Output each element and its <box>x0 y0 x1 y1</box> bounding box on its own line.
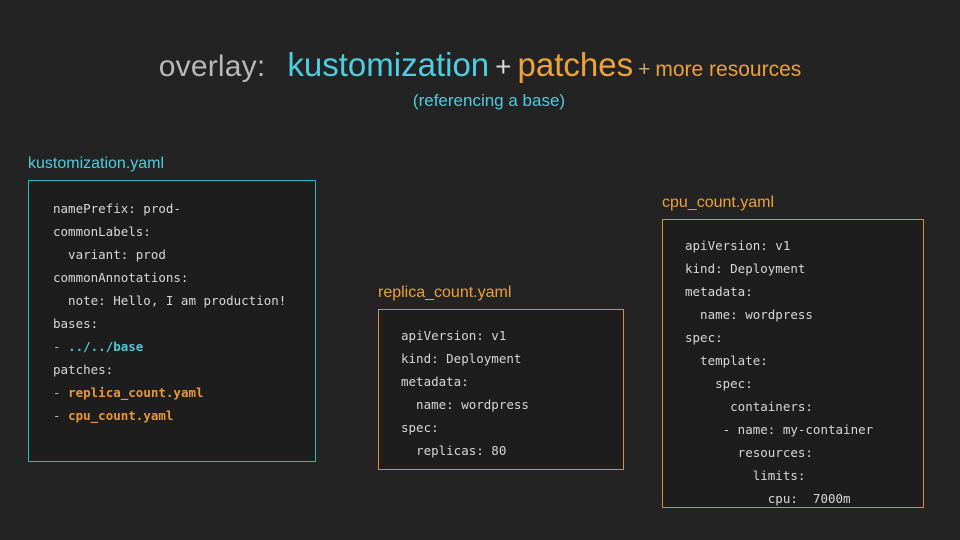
code-line: patches: <box>53 358 315 381</box>
code-token: spec: <box>685 330 723 345</box>
title-overlay-label: overlay: <box>158 50 266 83</box>
code-line: kind: Deployment <box>685 257 923 280</box>
code-token: bases: <box>53 316 99 331</box>
code-line: spec: <box>685 372 923 395</box>
code-line: template: <box>685 349 923 372</box>
code-token: kind: Deployment <box>401 351 522 366</box>
code-line: variant: prod <box>53 243 315 266</box>
code-token: ../../base <box>68 339 144 354</box>
code-line: commonLabels: <box>53 220 315 243</box>
code-token: - <box>53 385 69 400</box>
code-token: note: Hello, I am production! <box>53 293 287 308</box>
code-token: spec: <box>685 376 753 391</box>
title-kustomization: kustomization <box>287 46 490 83</box>
code-token: metadata: <box>685 284 753 299</box>
panel-label-replica-count: replica_count.yaml <box>378 284 512 301</box>
code-line: cpu: 7000m <box>685 487 923 507</box>
code-token: commonLabels: <box>53 224 151 239</box>
code-token: metadata: <box>401 374 469 389</box>
code-token: - name: my-container <box>685 422 874 437</box>
code-line: resources: <box>685 441 923 464</box>
title-line: overlay:kustomization+patches+more resou… <box>0 48 960 82</box>
panel-cpu-count: cpu_count.yaml apiVersion: v1 kind: Deplo… <box>662 195 924 508</box>
title-patches: patches <box>517 46 634 83</box>
code-line: containers: <box>685 395 923 418</box>
panel-label-kustomization: kustomization.yaml <box>28 155 165 172</box>
title-subtitle: (referencing a base) <box>412 91 566 110</box>
code-line: - ../../base <box>53 335 315 358</box>
panel-label-cpu-count: cpu_count.yaml <box>662 194 775 211</box>
code-token: name: wordpress <box>685 307 813 322</box>
code-token: template: <box>685 353 768 368</box>
code-token: cpu_count.yaml <box>68 408 174 423</box>
code-token: resources: <box>685 445 813 460</box>
code-line: name: wordpress <box>685 303 923 326</box>
code-line: namePrefix: prod- <box>53 197 315 220</box>
code-line: metadata: <box>685 280 923 303</box>
code-line: note: Hello, I am production! <box>53 289 315 312</box>
code-token: commonAnnotations: <box>53 270 189 285</box>
code-line: replicas: 80 <box>401 439 623 462</box>
title-plus-2: + <box>638 58 651 81</box>
code-token: namePrefix: prod- <box>53 201 181 216</box>
code-line: commonAnnotations: <box>53 266 315 289</box>
code-token: apiVersion: v1 <box>685 238 791 253</box>
code-token: replicas: 80 <box>401 443 507 458</box>
code-token: replica_count.yaml <box>68 385 204 400</box>
code-token: variant: prod <box>53 247 166 262</box>
code-token: spec: <box>401 420 439 435</box>
code-line: spec: <box>685 326 923 349</box>
code-line: - name: my-container <box>685 418 923 441</box>
code-line: - cpu_count.yaml <box>53 404 315 427</box>
code-line: bases: <box>53 312 315 335</box>
code-token: kind: Deployment <box>685 261 806 276</box>
code-line: apiVersion: v1 <box>401 324 623 347</box>
code-token: cpu: 7000m <box>685 491 851 506</box>
code-token: - <box>53 339 69 354</box>
code-line: kind: Deployment <box>401 347 623 370</box>
code-token: name: wordpress <box>401 397 529 412</box>
code-line: limits: <box>685 464 923 487</box>
code-line: name: wordpress <box>401 393 623 416</box>
code-line: apiVersion: v1 <box>685 234 923 257</box>
code-line: - replica_count.yaml <box>53 381 315 404</box>
panel-replica-count: replica_count.yaml apiVersion: v1 kind: D… <box>378 285 624 470</box>
title-more-resources: more resources <box>655 58 802 81</box>
slide-title: overlay:kustomization+patches+more resou… <box>0 48 960 111</box>
code-token: containers: <box>685 399 813 414</box>
code-box-kustomization: namePrefix: prod-commonLabels: variant: … <box>28 180 316 462</box>
code-lines-kustomization: namePrefix: prod-commonLabels: variant: … <box>53 197 315 427</box>
code-line: spec: <box>401 416 623 439</box>
code-token: - <box>53 408 69 423</box>
panel-kustomization: kustomization.yaml namePrefix: prod-comm… <box>28 156 316 462</box>
code-token: patches: <box>53 362 114 377</box>
title-plus-1: + <box>495 51 512 82</box>
code-line: metadata: <box>401 370 623 393</box>
code-token: limits: <box>685 468 806 483</box>
code-token: apiVersion: v1 <box>401 328 507 343</box>
